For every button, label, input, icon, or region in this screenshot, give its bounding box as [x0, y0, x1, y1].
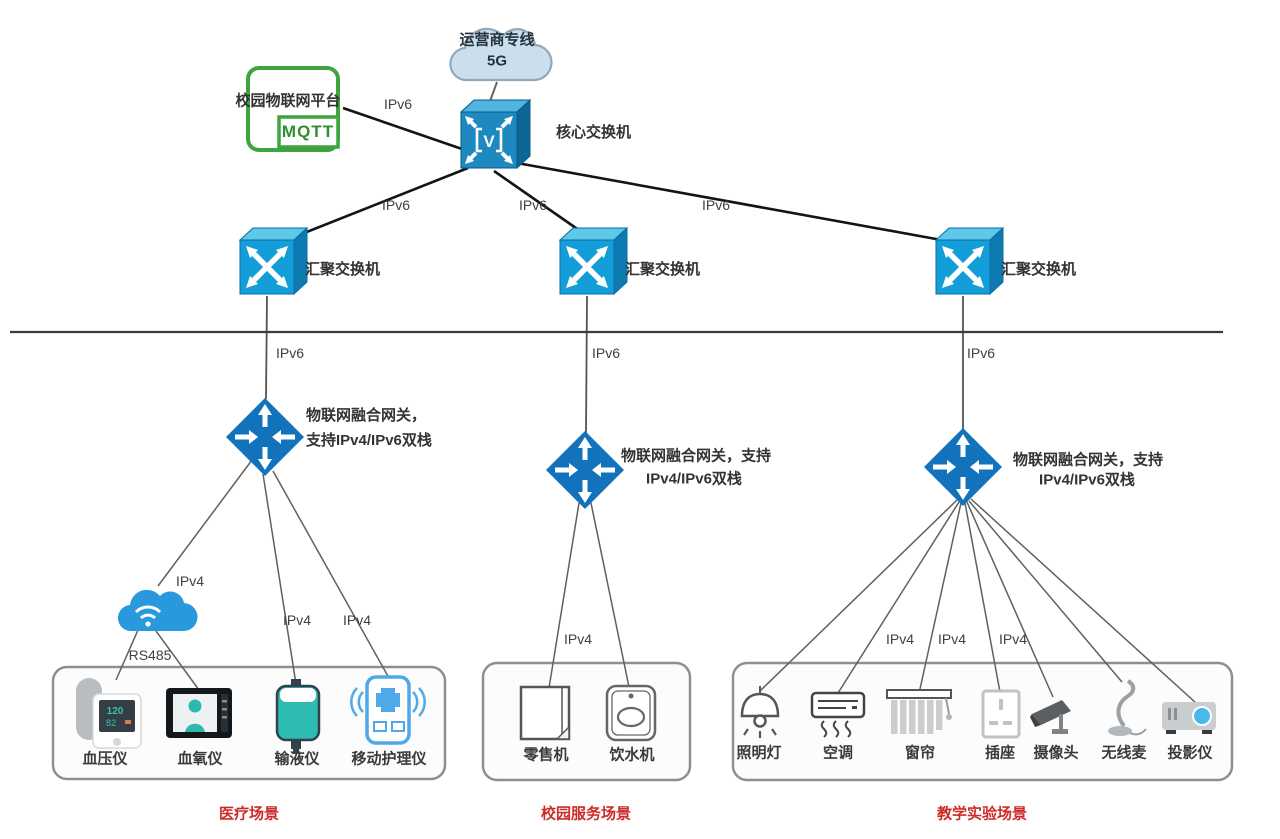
device-label: 血压仪	[82, 750, 128, 768]
ipv4-link-label: IPv4	[342, 612, 372, 628]
bp-dia-value: 82	[106, 718, 116, 728]
ipv6-link-label: IPv6	[518, 197, 548, 213]
medical-device-links	[115, 459, 390, 691]
carrier-5g-cloud-icon	[449, 27, 553, 82]
rs485-link-label: RS485	[128, 647, 172, 663]
medical-scene-box	[51, 665, 447, 781]
bp-sys-value: 120	[107, 706, 124, 717]
blood-pressure-monitor-icon: 120 82	[76, 678, 142, 749]
agg-switch-left-label: 汇聚交换机	[305, 261, 381, 278]
mobile-nursing-icon	[350, 675, 426, 745]
device-label: 插座	[984, 744, 1016, 762]
ipv4-link-label: IPv4	[937, 631, 967, 647]
agg-switch-mid-icon	[560, 228, 627, 294]
ipv6-link-label: IPv6	[966, 345, 996, 361]
ipv6-link-label: IPv6	[381, 197, 411, 213]
water-dispenser-icon	[605, 684, 657, 742]
device-label: 零售机	[523, 746, 569, 764]
lamp-icon	[740, 686, 780, 738]
gateway-right-label-line1: 物联网融合网关，支持	[1012, 451, 1164, 469]
device-label: 血氧仪	[177, 750, 223, 768]
gateway-left-label-line1: 物联网融合网关，	[306, 407, 427, 424]
device-label: 输液仪	[274, 750, 320, 768]
socket-icon	[981, 689, 1021, 739]
device-label: 饮水机	[609, 746, 655, 764]
infusion-device-icon	[275, 679, 321, 753]
agg-switch-mid-label: 汇聚交换机	[625, 261, 701, 278]
gateway-mid-label-line1: 物联网融合网关，支持	[620, 447, 772, 465]
vending-machine-icon	[519, 685, 571, 741]
core-switch-label: 核心交换机	[556, 124, 632, 141]
iot-platform-box	[246, 66, 340, 152]
ipv4-link-label: IPv4	[885, 631, 915, 647]
carrier-cloud-5g-label: 5G	[486, 52, 508, 70]
gateway-right-icon	[924, 428, 1002, 506]
ipv4-link-label: IPv4	[282, 612, 312, 628]
ipv6-link-label: IPv6	[383, 96, 413, 112]
device-label: 照明灯	[736, 744, 782, 762]
scene-name-medical: 医疗场景	[218, 805, 280, 823]
device-label: 窗帘	[904, 744, 936, 762]
aggregation-downlinks	[265, 295, 964, 434]
wireless-mic-icon	[1108, 679, 1147, 736]
service-device-links	[548, 502, 630, 689]
device-label: 空调	[822, 744, 854, 762]
air-conditioner-icon	[810, 691, 866, 738]
gateway-mid-icon	[546, 431, 624, 509]
device-label: 投影仪	[1167, 744, 1213, 762]
agg-switch-right-icon	[936, 228, 1003, 294]
device-label: 移动护理仪	[351, 750, 427, 768]
wifi-cloud-icon	[117, 589, 198, 632]
carrier-cloud-label: 运营商专线	[459, 31, 535, 49]
gateway-left-icon	[226, 398, 304, 476]
ipv6-link-label: IPv6	[701, 197, 731, 213]
ipv4-link-label: IPv4	[998, 631, 1028, 647]
ipv4-link-label: IPv4	[563, 631, 593, 647]
gateway-mid-label-line2: IPv4/IPv6双栈	[646, 470, 742, 488]
projector-icon	[1162, 702, 1216, 734]
lab-device-links	[759, 498, 1197, 704]
gateway-right-label-line2: IPv4/IPv6双栈	[1039, 471, 1135, 489]
agg-switch-right-label: 汇聚交换机	[1001, 261, 1077, 278]
camera-icon	[1030, 700, 1071, 734]
oximeter-icon	[166, 688, 232, 738]
core-switch-glyph: V	[483, 132, 495, 151]
scene-name-teaching-lab: 教学实验场景	[936, 805, 1028, 823]
curtain-icon	[886, 689, 952, 734]
device-label: 摄像头	[1033, 744, 1079, 762]
iot-platform-label: 校园物联网平台	[235, 92, 341, 110]
ipv4-link-label: IPv4	[175, 573, 205, 589]
core-switch-icon: V	[459, 98, 532, 170]
backbone-links	[283, 106, 948, 243]
gateway-left-label-line2: 支持IPv4/IPv6双栈	[306, 432, 432, 449]
scene-name-campus-service: 校园服务场景	[540, 805, 632, 823]
ipv6-link-label: IPv6	[591, 345, 621, 361]
mqtt-protocol-label: MQTT	[281, 122, 335, 141]
device-label: 无线麦	[1101, 744, 1147, 762]
ipv6-link-label: IPv6	[275, 345, 305, 361]
agg-switch-left-icon	[240, 228, 307, 294]
campus-service-scene-box	[481, 661, 692, 782]
